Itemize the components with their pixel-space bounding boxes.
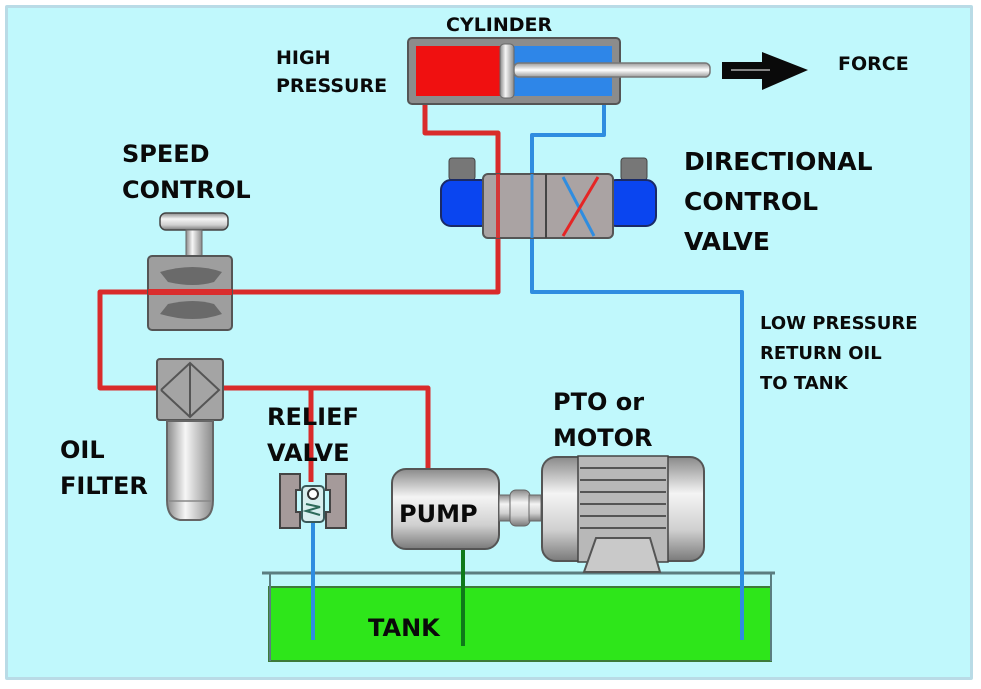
label-directional-control-valve: DIRECTIONAL CONTROL VALVE xyxy=(684,147,873,256)
tank-oil xyxy=(268,586,772,662)
label-tank: TANK xyxy=(368,614,440,642)
label-pump: PUMP xyxy=(399,500,478,528)
diagram-background xyxy=(5,5,973,680)
speed-control-valve xyxy=(147,212,233,331)
pump xyxy=(391,468,542,550)
tank xyxy=(262,571,775,662)
label-cylinder: CYLINDER xyxy=(446,14,553,36)
motor-base xyxy=(582,537,662,573)
piston-rod xyxy=(513,62,711,78)
oil-filter xyxy=(156,358,224,521)
label-low-pressure-return: LOW PRESSURE RETURN OIL TO TANK xyxy=(760,313,918,394)
label-high-pressure: HIGH PRESSURE xyxy=(276,47,388,97)
label-speed-control: SPEED CONTROL xyxy=(122,140,251,204)
directional-control-valve xyxy=(440,157,657,239)
label-oil-filter: OIL FILTER xyxy=(60,436,148,500)
label-pto-or-motor: PTO or MOTOR xyxy=(553,388,653,452)
cylinder xyxy=(407,37,711,105)
force-arrow-icon xyxy=(722,52,808,90)
relief-valve xyxy=(279,473,347,529)
cylinder-high-pressure-chamber xyxy=(416,46,500,96)
label-relief-valve: RELIEF VALVE xyxy=(267,403,359,467)
label-force: FORCE xyxy=(838,53,909,75)
piston xyxy=(499,43,515,99)
pto-motor xyxy=(541,455,705,573)
high-pressure-line xyxy=(97,98,501,482)
coupling xyxy=(509,489,531,527)
speed-control-knob xyxy=(159,212,229,231)
